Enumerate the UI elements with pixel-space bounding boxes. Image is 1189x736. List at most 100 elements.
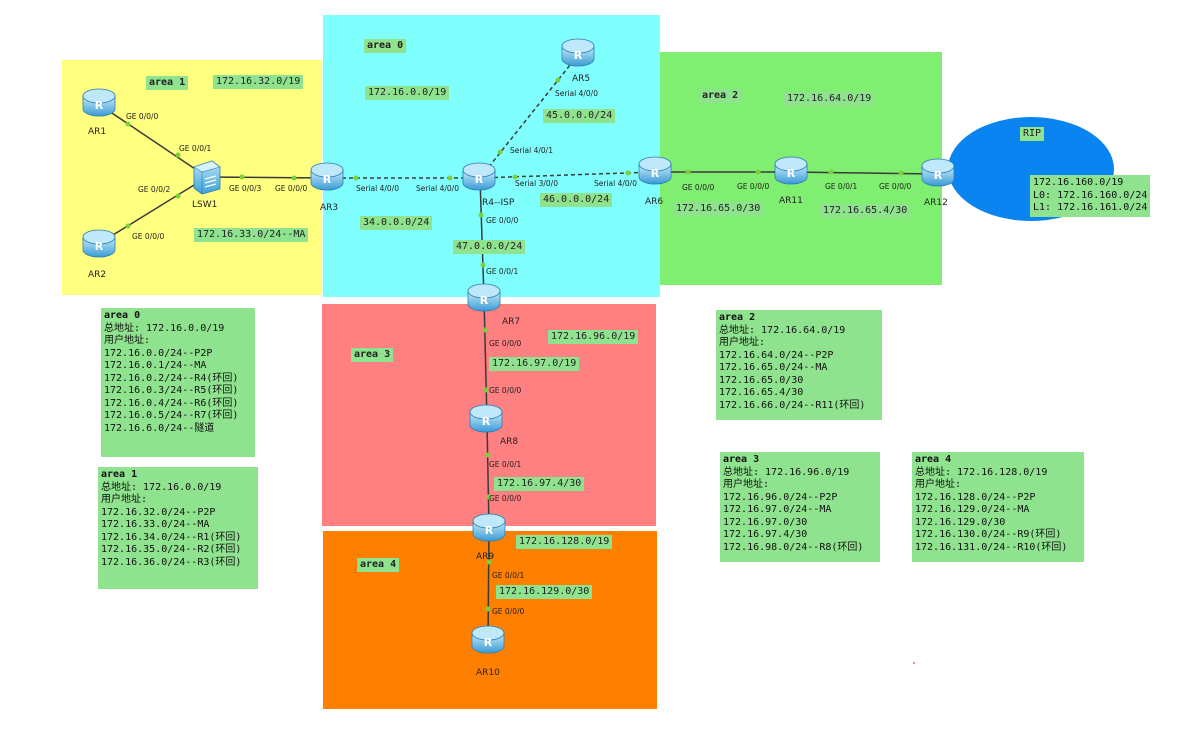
interface-label: GE 0/0/1 [489,460,522,469]
device-label-ar5: AR5 [572,74,591,84]
interface-label: Serial 4/0/0 [594,179,637,188]
link-7-8-network: 172.16.97.0/19 [489,357,580,371]
info-line: 总地址: 172.16.64.0/19 [719,324,846,336]
interface-label: GE 0/0/3 [229,184,262,193]
svg-text:R: R [95,99,104,112]
interface-label: GE 0/0/1 [825,182,858,191]
interface-label: GE 0/0/0 [132,232,165,241]
info-line: 用户地址: [101,494,148,505]
info-line: 172.16.0.4/24--R6(环回) [104,397,239,409]
info-line: 172.16.131.0/24--R10(环回) [915,541,1068,553]
link-ar9-ar10 [487,528,490,642]
link-ar11-ar12 [790,171,939,175]
interface-label: GE 0/0/0 [486,216,519,225]
area2-network: 172.16.64.0/19 [784,92,875,106]
svg-text:R: R [95,240,104,253]
interface-label: Serial 4/0/1 [510,146,553,155]
area1-label: area 1 [146,76,189,90]
router-icon[interactable]: R [560,37,596,67]
link-8-9-network: 172.16.97.4/30 [494,477,585,491]
rip-line: L1: 172.16.161.0/24 [1033,202,1148,213]
info-line: 用户地址: [915,479,962,490]
info-line: 172.16.0.2/24--R4(环回) [104,372,239,384]
interface-label: GE 0/0/0 [737,182,770,191]
interface-label: GE 0/0/1 [492,571,525,580]
switch-icon[interactable] [190,159,224,195]
router-icon[interactable]: R [466,282,502,312]
info-line: area 1 [101,469,138,480]
info-line: 172.16.6.0/24--隧道 [104,422,215,434]
router-icon[interactable]: R [471,512,507,542]
device-label-r4: R4--ISP [482,198,515,208]
device-label-ar11: AR11 [779,196,803,206]
area0-label: area 0 [364,39,407,53]
link-46-network: 46.0.0.0/24 [540,193,613,207]
interface-label: GE 0/0/0 [489,386,522,395]
interface-label: GE 0/0/0 [492,607,525,616]
info-line: area 3 [723,454,760,465]
svg-text:R: R [323,173,332,186]
svg-text:R: R [787,167,796,180]
router-icon[interactable]: R [461,161,497,191]
info-line: 172.16.129.0/24--MA [915,504,1030,515]
info-line: 172.16.0.5/24--R7(环回) [104,410,239,421]
svg-text:R: R [484,636,493,649]
info-line: 172.16.65.4/30 [719,387,804,398]
router-icon[interactable]: R [468,403,504,433]
device-label-ar1: AR1 [88,127,107,137]
area1-info-box: area 1 总地址: 172.16.0.0/19 用户地址: 172.16.3… [98,467,258,589]
link-11-12-network: 172.16.65.4/30 [820,204,911,218]
link-ar8-ar9 [486,420,490,530]
router-icon[interactable]: R [773,155,809,185]
info-line: 用户地址: [723,479,770,490]
svg-text:R: R [482,415,491,428]
area3-label: area 3 [351,348,394,362]
info-line: 总地址: 172.16.0.0/19 [104,322,225,334]
router-icon[interactable]: R [470,624,506,654]
link-lsw1-ar3 [206,176,329,179]
router-icon[interactable]: R [81,228,117,258]
interface-label: GE 0/0/0 [126,112,159,121]
info-line: 总地址: 172.16.96.0/19 [723,466,850,478]
link-9-10-network: 172.16.129.0/30 [496,585,593,599]
link-r4-ar6 [479,171,656,179]
router-icon[interactable]: R [81,87,117,117]
info-line: 172.16.0.1/24--MA [104,360,207,371]
area4-label: area 4 [357,558,400,572]
info-line: 172.16.32.0/24--P2P [101,506,216,518]
rip-line: 172.16.160.0/19 [1033,177,1124,188]
link-r4-ar5 [479,54,579,179]
interface-label: Serial 4/0/0 [416,184,459,193]
svg-text:R: R [574,49,583,62]
area2-label: area 2 [699,89,742,103]
info-line: 172.16.36.0/24--R3(环回) [101,556,242,568]
info-line: 172.16.34.0/24--R1(环回) [101,531,242,543]
info-line: area 0 [104,310,141,321]
info-line: 172.16.96.0/24--P2P [723,491,838,503]
area1-network: 172.16.32.0/19 [213,75,304,89]
info-line: 172.16.65.0/24--MA [719,362,828,373]
router-icon[interactable]: R [309,161,345,191]
info-line: 172.16.66.0/24--R11(环回) [719,399,866,411]
info-line: 172.16.128.0/24--P2P [915,491,1036,503]
interface-label: Serial 4/0/0 [356,184,399,193]
interface-label: GE 0/0/2 [138,185,171,194]
area4-info-box: area 4 总地址: 172.16.128.0/19 用户地址: 172.16… [912,452,1084,562]
svg-text:R: R [651,167,660,180]
area1-ma-network: 172.16.33.0/24--MA [194,228,309,242]
device-label-ar7: AR7 [502,317,521,327]
link-ar2-lsw1 [99,176,208,244]
link-34-network: 34.0.0.0/24 [360,216,433,230]
area0-network: 172.16.0.0/19 [365,86,450,100]
info-line: 172.16.97.0/24--MA [723,504,832,515]
router-icon[interactable]: R [637,155,673,185]
link-6-11-network: 172.16.65.0/30 [673,202,764,216]
device-label-ar9: AR9 [476,552,495,562]
info-line: 总地址: 172.16.0.0/19 [101,481,222,493]
router-icon[interactable]: R [920,157,956,187]
interface-label: GE 0/0/0 [489,494,522,503]
info-line: 172.16.97.0/30 [723,516,808,528]
link-r4-ar7 [479,177,485,299]
svg-text:R: R [475,173,484,186]
info-line: 172.16.0.0/24--P2P [104,347,213,359]
